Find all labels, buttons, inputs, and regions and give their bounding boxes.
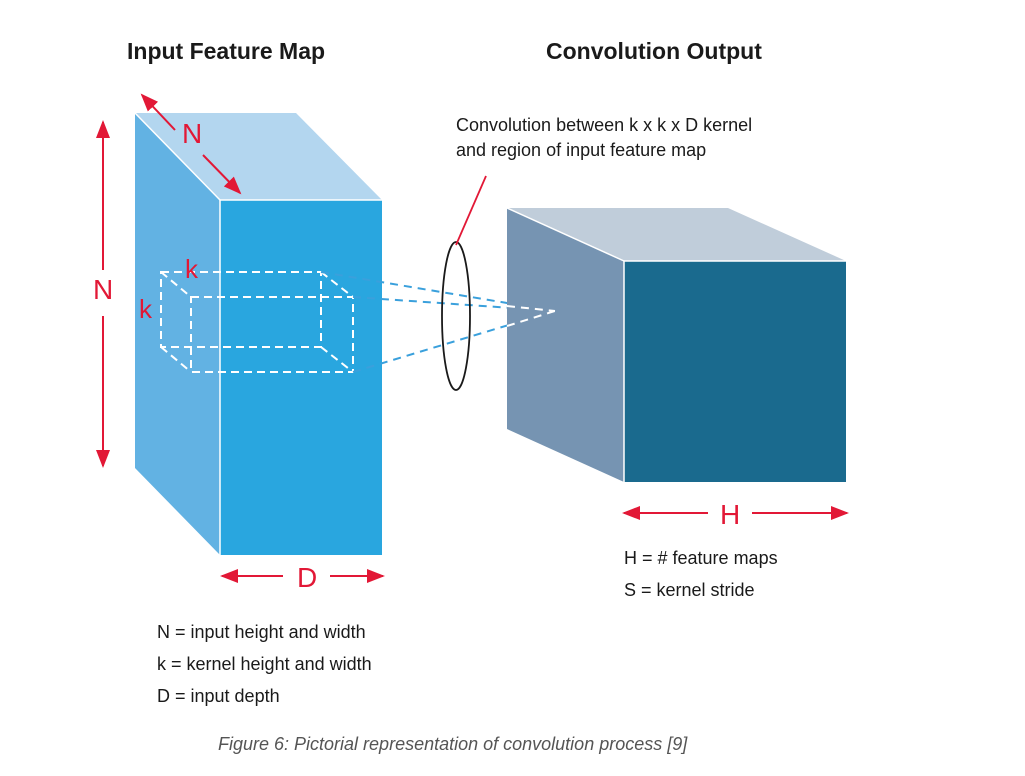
annotation-line-1: Convolution between k x k x D kernel: [456, 115, 752, 135]
k-top-label: k: [185, 254, 199, 284]
input-legend: N = input height and width k = kernel he…: [157, 622, 372, 706]
input-feature-map-title: Input Feature Map: [127, 38, 325, 64]
convolution-output-title: Convolution Output: [546, 38, 762, 64]
convolution-ellipse: [441, 241, 471, 391]
output-block-front-face: [624, 261, 846, 482]
input-block-front-face: [220, 200, 382, 555]
h-label: H: [720, 499, 740, 530]
convolution-output-block: [506, 207, 846, 482]
figure-caption: Figure 6: Pictorial representation of co…: [218, 734, 688, 754]
output-legend: H = # feature maps S = kernel stride: [624, 548, 778, 600]
legend-h: H = # feature maps: [624, 548, 778, 568]
legend-d: D = input depth: [157, 686, 280, 706]
legend-s: S = kernel stride: [624, 580, 755, 600]
annotation-leader-line: [455, 175, 487, 246]
top-n-dimension: N: [140, 93, 242, 195]
annotation-line-2: and region of input feature map: [456, 140, 706, 160]
input-block-top-face: [135, 113, 382, 200]
output-block-side-face: [507, 208, 624, 482]
n-top-label: N: [182, 118, 202, 149]
h-dimension: H: [622, 499, 849, 530]
vertical-n-dimension: N: [93, 120, 113, 468]
depth-d-dimension: D: [220, 562, 385, 593]
input-feature-map-block: [134, 112, 382, 555]
kernel-region-box: [160, 271, 354, 373]
input-block-side-face: [135, 113, 220, 555]
legend-k: k = kernel height and width: [157, 654, 372, 674]
n-side-label: N: [93, 274, 113, 305]
legend-n: N = input height and width: [157, 622, 366, 642]
d-label: D: [297, 562, 317, 593]
output-block-top-face: [507, 208, 846, 261]
k-side-label: k: [139, 294, 153, 324]
